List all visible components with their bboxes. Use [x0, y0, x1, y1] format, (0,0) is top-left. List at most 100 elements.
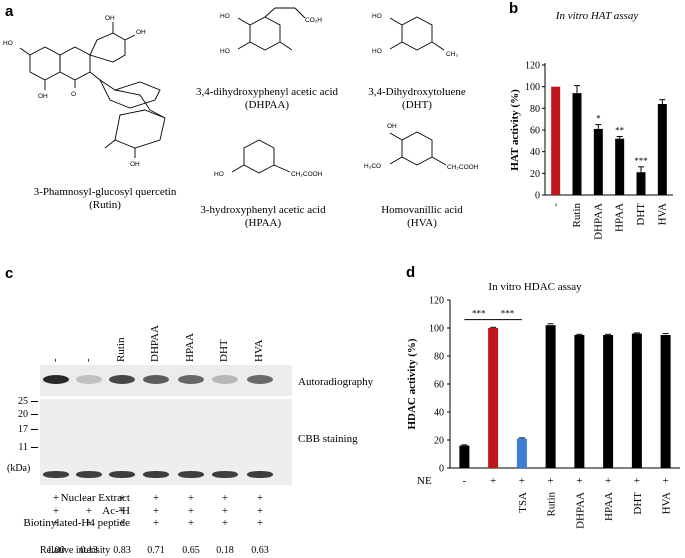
relative-intensity-value: 1.00 [47, 545, 65, 556]
y-tick-label: 80 [434, 352, 444, 363]
row-sign: + [152, 492, 160, 504]
autorad-band [143, 375, 169, 384]
y-tick-label: 40 [434, 408, 444, 419]
category-label: HVA [656, 203, 668, 225]
rutin-oh-right-label: OH [136, 29, 146, 36]
bar [603, 335, 614, 468]
hpaa-caption: 3-hydroxyphenyl acetic acid (HPAA) [200, 204, 326, 229]
row-sign: - [87, 492, 91, 504]
row-sign: + [221, 517, 229, 529]
bar [574, 335, 585, 468]
ne-row-label: NE [417, 475, 432, 487]
ne-sign: + [548, 475, 554, 487]
rutin-caption: 3-Phamnosyl-glucosyl quercetin (Rutin) [33, 186, 177, 211]
cbb-blot [40, 399, 292, 485]
y-axis-label: HAT activity (%) [509, 89, 521, 171]
hva-ch2cooh: CH₂COOH [447, 164, 479, 171]
bar [545, 325, 556, 468]
dhpaa-ho-top: HO [220, 13, 230, 20]
category-label: TSA [517, 492, 529, 513]
chart-title: In vitro HAT assay [555, 10, 639, 22]
bar [572, 93, 582, 195]
significance-mark: *** [472, 309, 486, 319]
ne-sign: + [663, 475, 669, 487]
autorad-band [212, 375, 238, 384]
y-tick-label: 0 [439, 464, 444, 475]
dhpaa-ho-bottom: HO [220, 48, 230, 55]
category-label: DHT [632, 492, 644, 515]
ne-sign: + [576, 475, 582, 487]
chemical-structures: HO OH O OH OH OH HO HO CO₂H HO HO CH₃ HO… [3, 7, 479, 178]
rutin-o-label: O [71, 91, 76, 98]
row-sign: + [52, 492, 60, 504]
row-sign: + [221, 492, 229, 504]
dht-ho-top: HO [372, 13, 382, 20]
y-tick-label: 80 [530, 104, 540, 115]
mw-label: 11 [18, 442, 28, 453]
mw-label: 17 [18, 424, 28, 435]
relative-intensity-value: 0.65 [182, 545, 200, 556]
cbb-band [109, 471, 135, 478]
category-label: HVA [661, 492, 673, 514]
relative-intensity-value: 0.18 [216, 545, 234, 556]
row-sign: + [187, 505, 195, 517]
mw-tick [31, 429, 38, 430]
dht-ch3: CH₃ [446, 51, 458, 58]
bar [660, 335, 671, 468]
bar [657, 104, 667, 195]
ne-sign: + [634, 475, 640, 487]
dht-ho-bottom: HO [372, 48, 382, 55]
mw-label: 25 [18, 396, 28, 407]
row-sign: + [187, 492, 195, 504]
y-tick-label: 40 [530, 147, 540, 158]
row-sign: + [85, 505, 93, 517]
category-label: Rutin [571, 203, 583, 228]
row-sign: + [52, 505, 60, 517]
chart-title: In vitro HDAC assay [488, 281, 582, 293]
dht-caption: 3,4-Dihydroxytoluene (DHT) [368, 86, 466, 111]
bar [551, 86, 561, 195]
hva-oh: OH [387, 123, 397, 130]
panel-letter-b: b [509, 0, 519, 17]
bar [459, 445, 470, 468]
row-sign: + [152, 517, 160, 529]
row-sign: + [52, 517, 60, 529]
y-tick-label: 20 [530, 169, 540, 180]
row-label: Ac-³H [102, 505, 130, 517]
bar [593, 128, 603, 195]
bar [488, 328, 499, 468]
row-sign: + [256, 492, 264, 504]
significance-mark: ** [615, 126, 625, 136]
category-label: Rutin [546, 492, 558, 517]
mw-tick [31, 447, 38, 448]
row-sign: + [256, 505, 264, 517]
y-tick-label: 60 [434, 380, 444, 391]
cbb-band [143, 471, 169, 478]
rutin-sugar-oh-label: OH [130, 161, 140, 168]
autoradiography-label: Autoradiography [298, 376, 374, 388]
row-sign: + [118, 517, 126, 529]
hva-caption: Homovanillic acid (HVA) [381, 204, 463, 229]
mw-label: 20 [18, 409, 28, 420]
hpaa-ho: HO [214, 171, 224, 178]
autorad-band [76, 375, 102, 384]
dhpaa-caption: 3,4-dihydroxyphenyl acetic acid (DHPAA) [195, 86, 339, 111]
significance-mark: * [596, 114, 601, 124]
row-label: Nuclear Extract [60, 492, 130, 504]
cbb-staining-label: CBB staining [298, 433, 358, 445]
rutin-oh-label: OH [38, 93, 48, 100]
relative-intensity-value: 0.63 [251, 545, 269, 556]
autorad-band [247, 375, 273, 384]
bar [615, 138, 625, 195]
y-axis-label: HDAC activity (%) [406, 338, 418, 429]
category-label: HPAA [603, 492, 615, 521]
hpaa-ch2cooh: CH₂COOH [291, 171, 323, 178]
lane-label: HVA [253, 339, 265, 362]
mw-tick [31, 401, 38, 402]
row-sign: + [221, 505, 229, 517]
ne-sign: + [490, 475, 496, 487]
autorad-band [109, 375, 135, 384]
hva-h3co: H₃CO [364, 163, 381, 170]
